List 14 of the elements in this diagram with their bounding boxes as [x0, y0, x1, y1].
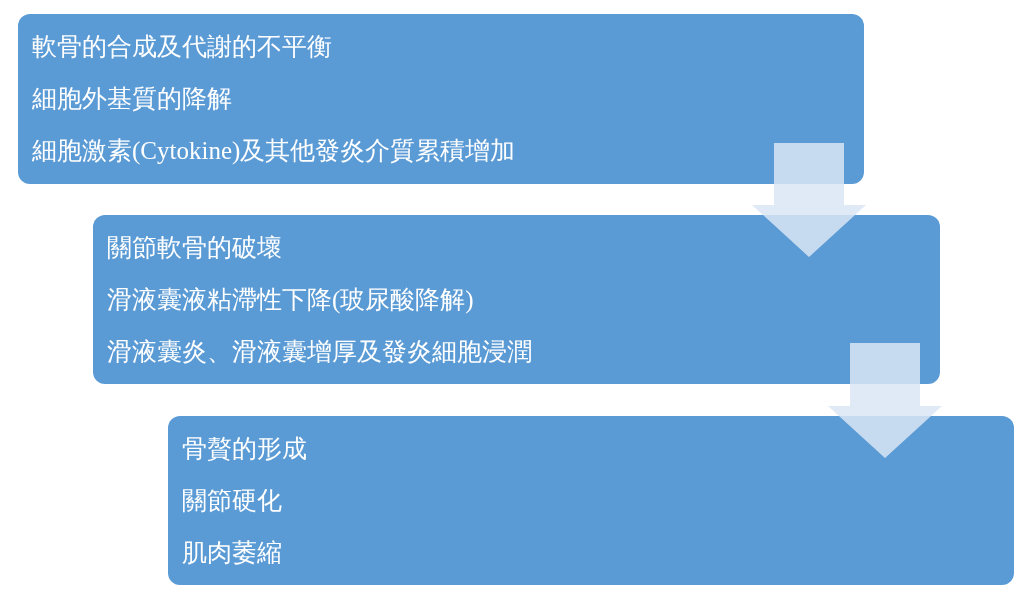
item-text: 細胞激素(Cytokine)及其他發炎介質累積增加 [32, 136, 516, 167]
item-text: 關節硬化 [182, 485, 282, 516]
block-arrow [752, 143, 866, 257]
process-box [18, 14, 864, 184]
item-text: 細胞外基質的降解 [32, 84, 232, 114]
process-box [168, 416, 1014, 585]
item-text: 滑液囊炎、滑液囊增厚及發炎細胞浸潤 [107, 336, 532, 367]
item-text: 軟骨的合成及代謝的不平衡 [32, 32, 332, 62]
item-text: 關節軟骨的破壞 [107, 232, 282, 263]
block-arrow [828, 343, 942, 458]
process-box [93, 215, 940, 384]
item-text: 滑液囊液粘滯性下降(玻尿酸降解) [107, 284, 474, 316]
item-text: 骨贅的形成 [182, 433, 307, 464]
item-text: 肌肉萎縮 [182, 537, 282, 568]
